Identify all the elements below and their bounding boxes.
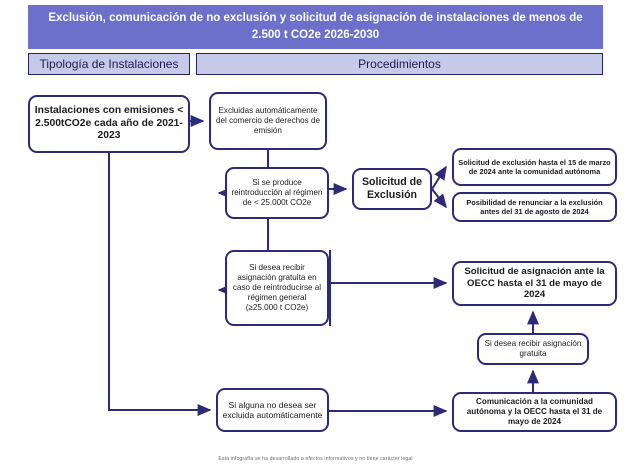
page-title: Exclusión, comunicación de no exclusión … bbox=[28, 5, 603, 49]
node-no-desea-ser-excluida: Si alguna no desea ser excluida automáti… bbox=[216, 388, 329, 432]
node-solicitud-exclusion: Solicitud de Exclusión bbox=[352, 168, 432, 210]
column-header-tipologia: Tipología de Instalaciones bbox=[28, 53, 190, 75]
node-reintroduccion-regimen: Si se produce reintroducción al régimen … bbox=[225, 167, 329, 219]
node-excluidas-automaticamente: Excluidas automáticamente del comercio d… bbox=[209, 92, 327, 150]
node-solicitud-asignacion-oecc: Solicitud de asignación ante la OECC has… bbox=[452, 261, 617, 306]
node-renuncia-exclusion: Posibilidad de renunciar a la exclusión … bbox=[452, 192, 617, 222]
node-desea-asignacion-gratuita: Si desea recibir asignación gratuita bbox=[477, 333, 589, 365]
node-instalaciones: Instalaciones con emisiones < 2.500tCO2e… bbox=[28, 95, 190, 153]
edge-instalaciones-no-desea bbox=[108, 153, 212, 416]
node-asignacion-gratuita-reintroduccion: Si desea recibir asignación gratuita en … bbox=[225, 250, 329, 326]
node-solicitud-exclusion-15-marzo: Solicitud de exclusión hasta el 15 de ma… bbox=[452, 148, 617, 186]
footer-disclaimer: Esta infografía se ha desarrollado a efe… bbox=[218, 456, 413, 462]
edge-solicitud-exclusion-renuncia bbox=[431, 188, 447, 209]
node-comunicacion-comunidad-oecc: Comunicación a la comunidad autónoma y l… bbox=[452, 392, 617, 432]
column-header-procedimientos: Procedimientos bbox=[196, 53, 603, 75]
edge-solicitud-exclusion-15marzo bbox=[431, 165, 447, 190]
